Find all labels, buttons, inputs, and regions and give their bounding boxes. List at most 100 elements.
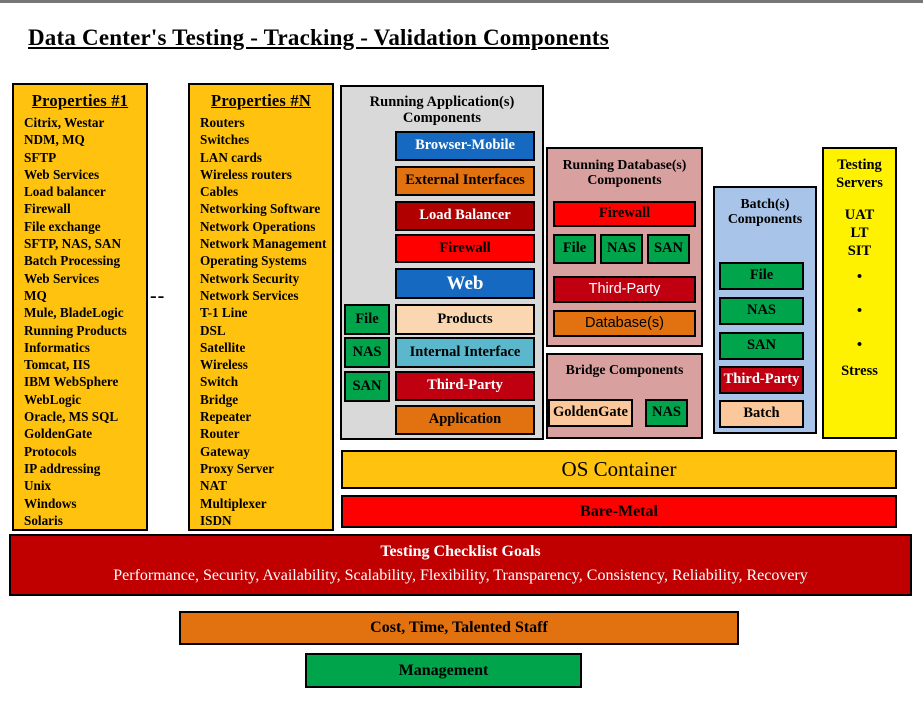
properties-n-item: Wireless routers: [200, 166, 292, 182]
testing-servers-dot-3: •: [856, 337, 863, 353]
testing-servers-title-2: Servers: [836, 175, 883, 191]
properties-n-item: Network Management: [200, 236, 327, 252]
properties-n-header: Properties #N: [211, 91, 311, 110]
properties-n-item: T-1 Line: [200, 305, 248, 321]
batch-components-title: Batch(s) Components: [727, 196, 803, 227]
properties-1-item: Web Services: [24, 166, 100, 182]
properties-1-item: Batch Processing: [24, 253, 121, 269]
app-component-load-balancer: Load Balancer: [395, 201, 535, 231]
db-firewall: Firewall: [553, 201, 696, 227]
properties-n-item: Cables: [200, 184, 239, 200]
db-database: Database(s): [553, 310, 696, 337]
properties-1-item: Tomcat, IIS: [24, 357, 91, 373]
properties-1-item: MQ: [24, 287, 47, 303]
bridge-components-title: Bridge Components: [565, 362, 684, 377]
bridge-goldengate: GoldenGate: [548, 399, 633, 427]
properties-1-item: File exchange: [24, 218, 101, 234]
properties-n-item: Gateway: [200, 443, 250, 459]
properties-n-item: Multiplexer: [200, 495, 267, 511]
properties-n-item: Wireless: [200, 357, 248, 373]
properties-1-item: Citrix, Westar: [24, 115, 105, 130]
testing-servers-panel: Testing Servers UAT LT SIT • • • Stress: [822, 147, 897, 439]
app-component-internal-interface: Internal Interface: [395, 337, 535, 368]
testing-servers-dot-1: •: [856, 269, 863, 285]
properties-n-item: NAT: [200, 478, 227, 494]
properties-1-item: Windows: [24, 495, 77, 511]
properties-n-item: DSL: [200, 322, 226, 338]
goals-detail: Performance, Security, Availability, Sca…: [113, 567, 808, 584]
properties-1-item: SFTP: [24, 149, 57, 165]
testing-servers-title-1: Testing: [837, 157, 882, 173]
properties-1-item: Solaris: [24, 512, 63, 528]
management-bar: Management: [305, 653, 582, 688]
batch-nas: NAS: [719, 297, 804, 325]
properties-1-item: Protocols: [24, 443, 77, 459]
properties-1-item: Web Services: [24, 270, 100, 286]
testing-checklist-goals-banner: Testing Checklist Goals Performance, Sec…: [9, 534, 912, 596]
properties-n-item: Bridge: [200, 391, 239, 407]
cost-time-staff-bar: Cost, Time, Talented Staff: [179, 611, 739, 645]
batch-third-party: Third-Party: [719, 366, 804, 394]
app-component-application: Application: [395, 405, 535, 435]
bridge-nas: NAS: [645, 399, 688, 427]
testing-server-uat: UAT: [844, 207, 875, 223]
db-storage-nas: NAS: [600, 234, 643, 264]
testing-servers-dot-2: •: [856, 303, 863, 319]
properties-n-item: Routers: [200, 115, 245, 130]
properties-n-item: LAN cards: [200, 149, 262, 165]
properties-n-item: Satellite: [200, 339, 246, 355]
testing-server-sit: SIT: [847, 243, 872, 259]
properties-n-item: Switch: [200, 374, 239, 390]
properties-1-item: Unix: [24, 478, 52, 494]
app-component-external-interfaces: External Interfaces: [395, 166, 535, 196]
bare-metal-bar: Bare-Metal: [341, 495, 897, 528]
properties-n-item: ISDN: [200, 512, 232, 528]
app-component-firewall: Firewall: [395, 234, 535, 263]
properties-1-item: WebLogic: [24, 391, 82, 407]
app-storage-nas: NAS: [344, 337, 390, 368]
properties-n-item: Router: [200, 426, 240, 442]
properties-1-item: Mule, BladeLogic: [24, 305, 124, 321]
app-component-third-party: Third-Party: [395, 371, 535, 401]
properties-1-item: IBM WebSphere: [24, 374, 119, 390]
app-component-browser-mobile: Browser-Mobile: [395, 131, 535, 161]
page-title: Data Center's Testing - Tracking - Valid…: [28, 25, 609, 50]
app-component-web: Web: [395, 268, 535, 299]
goals-heading: Testing Checklist Goals: [380, 543, 541, 560]
properties-1-item: GoldenGate: [24, 426, 93, 442]
properties-n-item: Proxy Server: [200, 460, 275, 476]
app-component-products: Products: [395, 304, 535, 335]
running-applications-title: Running Application(s) Components: [369, 94, 515, 127]
properties-1-item: Running Products: [24, 322, 127, 338]
properties-1-item: Load balancer: [24, 184, 106, 200]
running-databases-title: Running Database(s) Components: [562, 157, 687, 188]
properties-1-header: Properties #1: [31, 91, 129, 110]
properties-n-item: Network Services: [200, 287, 299, 303]
batch-batch: Batch: [719, 400, 804, 428]
testing-server-stress: Stress: [841, 363, 878, 379]
properties-n-item: Operating Systems: [200, 253, 307, 269]
properties-1-item: SFTP, NAS, SAN: [24, 236, 121, 252]
column-separator: --: [150, 285, 166, 307]
properties-1-item: IP addressing: [24, 460, 101, 476]
db-storage-file: File: [553, 234, 596, 264]
os-container-bar: OS Container: [341, 450, 897, 489]
properties-n-item: Network Security: [200, 270, 300, 286]
batch-san: SAN: [719, 332, 804, 360]
properties-n-item: Switches: [200, 132, 250, 148]
db-storage-san: SAN: [647, 234, 690, 264]
app-storage-san: SAN: [344, 371, 390, 402]
properties-n-item: Repeater: [200, 409, 252, 425]
properties-1-item: Firewall: [24, 201, 71, 217]
properties-1-item: Informatics: [24, 339, 90, 355]
properties-1-item: NDM, MQ: [24, 132, 85, 148]
app-storage-file: File: [344, 304, 390, 335]
db-third-party: Third-Party: [553, 276, 696, 303]
testing-server-lt: LT: [850, 225, 869, 241]
batch-file: File: [719, 262, 804, 290]
